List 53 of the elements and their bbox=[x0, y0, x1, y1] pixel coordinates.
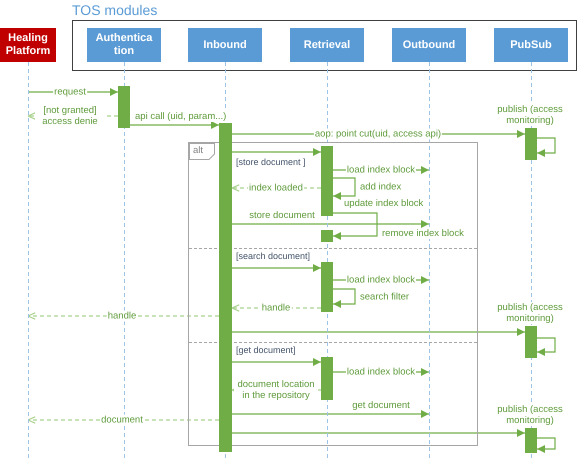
participant-header: Authentica tion bbox=[87, 28, 161, 62]
message-label: handle bbox=[260, 302, 292, 314]
message-label: load index block bbox=[346, 366, 416, 378]
message-label: document location in the repository bbox=[234, 379, 318, 401]
message-label: handle bbox=[106, 310, 138, 322]
guard-condition: [store document ] bbox=[236, 157, 306, 168]
self-message-arrow bbox=[537, 337, 556, 356]
message-label: get document bbox=[351, 400, 411, 411]
message-label: load index block bbox=[346, 164, 416, 176]
message-arrow bbox=[232, 220, 429, 228]
message-label: api call (uid, param...) bbox=[134, 111, 228, 122]
self-message-arrow bbox=[333, 212, 378, 240]
self-message-arrow bbox=[333, 288, 356, 308]
message-arrow bbox=[232, 264, 321, 272]
activation-bar bbox=[219, 123, 232, 452]
guard-condition: [get document] bbox=[236, 345, 296, 356]
message-arrow bbox=[232, 328, 525, 336]
message-arrow bbox=[232, 410, 429, 418]
activation-bar bbox=[321, 146, 333, 216]
message-label: index loaded bbox=[248, 182, 304, 194]
message-arrow bbox=[232, 358, 321, 366]
message-label: remove index block bbox=[381, 228, 465, 239]
self-message-arrow bbox=[537, 137, 556, 157]
activation-bar bbox=[525, 128, 537, 160]
fragment-operator: alt bbox=[193, 145, 204, 156]
message-arrow bbox=[232, 429, 525, 437]
self-message-arrow bbox=[333, 177, 356, 200]
message-label: load index block bbox=[346, 274, 416, 286]
message-arrow bbox=[130, 121, 219, 129]
message-label: search filter bbox=[359, 291, 410, 302]
participant-header: Outbound bbox=[392, 28, 466, 62]
message-label: document bbox=[100, 414, 144, 426]
participant-header: Healing Platform bbox=[0, 28, 56, 62]
self-message-arrow bbox=[537, 437, 556, 453]
participant-header: PubSub bbox=[494, 28, 568, 62]
activation-bar bbox=[525, 428, 537, 453]
activation-bar bbox=[321, 230, 333, 242]
message-label: [not granted] access denie bbox=[35, 105, 105, 127]
activation-bar bbox=[321, 357, 333, 400]
activation-bar bbox=[118, 86, 130, 128]
message-label: request bbox=[53, 86, 87, 98]
activation-bar bbox=[321, 262, 333, 312]
participant-header: Retrieval bbox=[290, 28, 364, 62]
lifeline bbox=[26, 62, 30, 460]
activation-bar bbox=[525, 326, 537, 358]
group-title: TOS modules bbox=[72, 2, 158, 18]
participant-header: Inbound bbox=[188, 28, 262, 62]
message-label: update index block bbox=[343, 198, 424, 209]
message-label: aop: point cut(uid, access api) bbox=[314, 128, 442, 140]
guard-condition: [search document] bbox=[236, 251, 310, 262]
message-label: add index bbox=[359, 182, 402, 192]
message-label: store document bbox=[248, 210, 316, 221]
message-arrow bbox=[232, 148, 321, 156]
